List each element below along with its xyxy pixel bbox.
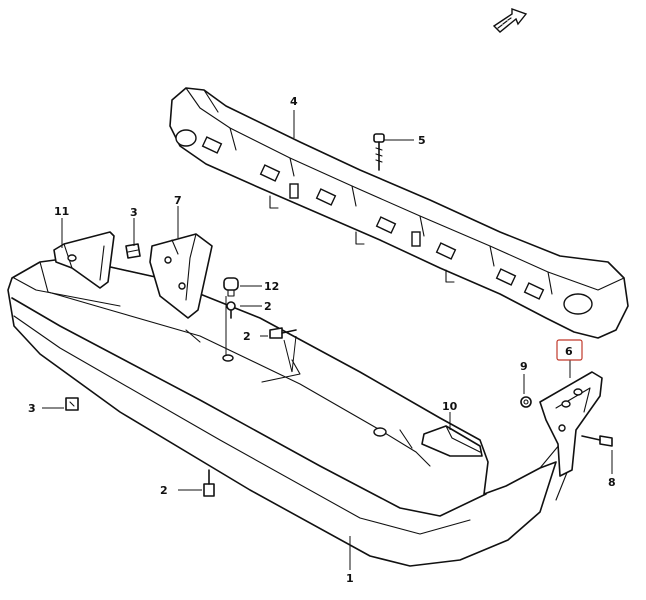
callout-2-lower: 2: [160, 484, 168, 497]
leader-lines: [42, 110, 613, 570]
callout-3-upper: 3: [130, 206, 138, 219]
fastener-9: [520, 396, 532, 408]
callout-11: 11: [54, 205, 69, 218]
license-lamp: [421, 425, 483, 457]
side-bracket-right: [539, 371, 603, 477]
bumper-reinforcement: [169, 87, 629, 339]
fastener-3-upper: [125, 243, 141, 259]
fastener-2-middle: [269, 327, 297, 339]
callout-7: 7: [174, 194, 182, 207]
callout-3-lower: 3: [28, 402, 36, 415]
side-bracket-left: [53, 231, 115, 289]
bolt-icon: [373, 133, 385, 171]
fastener-12: [223, 277, 239, 297]
fastener-2-lower: [203, 469, 215, 497]
callout-9: 9: [520, 360, 528, 373]
front-direction-arrow-icon: [492, 8, 528, 33]
callout-12: 12: [264, 280, 279, 293]
callout-2-upper: 2: [264, 300, 272, 313]
fastener-8: [581, 435, 613, 447]
fastener-2-upper: [226, 301, 236, 319]
center-bracket: [149, 233, 213, 319]
callout-1: 1: [346, 572, 354, 585]
callout-10: 10: [442, 400, 458, 413]
bumper-cover: [7, 257, 569, 567]
fastener-3-lower: [65, 397, 79, 411]
callout-6-highlight: [556, 339, 583, 361]
callout-8: 8: [608, 476, 616, 489]
callout-2-middle: 2: [243, 330, 251, 343]
callout-4: 4: [290, 95, 298, 108]
callout-5: 5: [418, 134, 426, 147]
callout-6: 6: [565, 345, 573, 358]
